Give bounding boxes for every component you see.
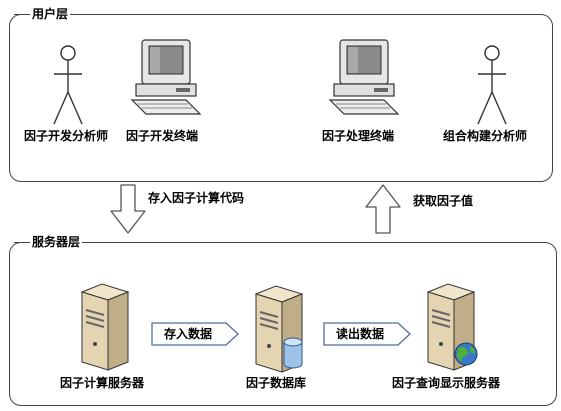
- arrow-right-icon: [323, 322, 411, 346]
- analyst-actor-icon: [477, 45, 507, 125]
- portfolio-analyst-label: 组合构建分析师: [443, 129, 528, 143]
- computer-icon: [130, 39, 202, 115]
- server-layer-title: 服务器层: [13, 234, 83, 250]
- web-server-icon: [426, 283, 478, 371]
- user-layer-title: 用户层: [13, 6, 71, 22]
- database-cylinder-icon: [283, 337, 303, 369]
- arrow-right-icon: [151, 322, 239, 346]
- user-layer: 用户层: [9, 6, 553, 182]
- store-data-label: 存入数据: [163, 327, 212, 341]
- factor-dev-terminal-label: 因子开发终端: [126, 129, 199, 143]
- calc-server-label: 因子计算服务器: [60, 376, 145, 390]
- database-label: 因子数据库: [246, 376, 307, 390]
- factor-proc-terminal-label: 因子处理终端: [322, 129, 395, 143]
- analyst-actor-icon: [53, 45, 83, 125]
- store-code-label: 存入因子计算代码: [148, 191, 245, 205]
- server-icon: [80, 283, 130, 371]
- arrow-up-icon: [365, 184, 401, 234]
- query-server-label: 因子查询显示服务器: [392, 376, 501, 390]
- arrow-down-icon: [110, 184, 146, 234]
- globe-icon: [454, 342, 478, 366]
- computer-icon: [328, 39, 400, 115]
- read-data-label: 读出数据: [335, 327, 384, 341]
- factor-analyst-label: 因子开发分析师: [24, 129, 109, 143]
- database-server-icon: [254, 285, 304, 373]
- get-values-label: 获取因子值: [413, 194, 474, 208]
